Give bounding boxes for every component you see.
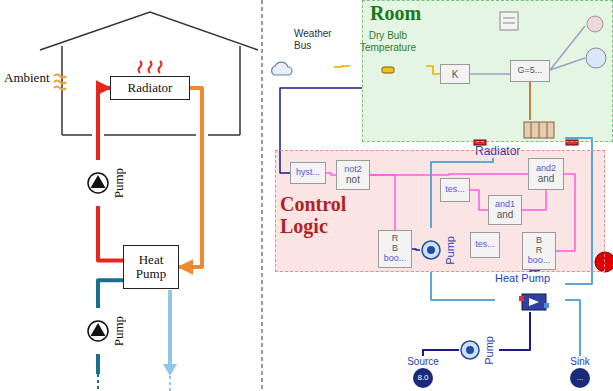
heat-pump-box: Heat Pump [123, 245, 179, 289]
node-label: boo... [528, 256, 551, 266]
pipe-connector [179, 88, 202, 267]
hysteresis-block: hyst... [290, 162, 326, 184]
house-outline [40, 12, 258, 135]
pipe-connector [423, 350, 459, 356]
sink-boundary: Sink... [560, 356, 600, 390]
node-label: Room [368, 2, 423, 25]
node-label: Pump [444, 236, 456, 265]
pipe-connector [565, 300, 580, 356]
pump-model: Pump [459, 328, 499, 372]
weather-bus: Weather Bus [268, 28, 334, 78]
not-block: not2not [336, 160, 370, 190]
divider [262, 0, 263, 391]
pipe-connector [98, 280, 123, 308]
node-icon [459, 339, 481, 361]
node-label: and1 [495, 200, 515, 210]
node-icon [420, 239, 442, 261]
node-icon [523, 120, 555, 140]
node-label: Dry Bulb Temperature [350, 30, 426, 53]
node-label: tes... [475, 240, 495, 250]
node-label: B [392, 244, 398, 254]
conductance-block: G=5... [510, 60, 550, 82]
dry-bulb-connector: Dry Bulb Temperature [350, 30, 426, 74]
node-label: Source [407, 356, 439, 367]
room-ground [362, 0, 613, 142]
radiator-model: Radiator [475, 118, 565, 158]
room-icons [470, 12, 606, 120]
node-label: Sink [570, 356, 589, 367]
pump-model: Pump [420, 228, 462, 272]
control-region: Control Logichyst...not2notand2andtes...… [275, 150, 605, 272]
pipe-connector [470, 190, 488, 210]
node-label: and [538, 173, 555, 184]
test-block: tes... [470, 232, 500, 258]
pipe-connector [412, 249, 420, 250]
node-label: Heat Pump [495, 272, 550, 284]
pipe-connector [98, 88, 110, 160]
radiator-box: Radiator [110, 76, 190, 100]
node-icon [87, 172, 109, 194]
source-boundary: Source8.0 [400, 356, 446, 390]
node-label: G=5... [518, 66, 543, 76]
and-block: and2and [528, 158, 564, 190]
control-ground [275, 150, 605, 272]
room-region: RoomK G=5... [362, 0, 613, 142]
node-label: Pump [111, 168, 127, 198]
pipe-connector [565, 138, 592, 284]
node-icon [381, 66, 395, 74]
node-label: and2 [536, 164, 556, 174]
ambient-waves [54, 75, 66, 90]
node-icon [87, 320, 109, 342]
pipe-connector [522, 190, 546, 210]
node-label: Radiator [475, 145, 520, 158]
heat-pump-model: Heat Pump [495, 272, 565, 312]
heat-waves [139, 61, 162, 73]
node-label: Radiator [128, 81, 173, 95]
boolean-to-real: BRboo... [522, 232, 556, 270]
pipe-connector [431, 272, 495, 300]
node-label: Pump [111, 316, 127, 346]
node-label: Weather Bus [294, 28, 334, 51]
node-label: tes... [445, 185, 465, 195]
pump-symbol: Pump [87, 308, 127, 354]
node-label: hyst... [296, 168, 320, 178]
node-label: not [346, 174, 360, 185]
pipe-connector [98, 206, 123, 260]
node-label: B [536, 236, 542, 246]
node-label: ... [570, 368, 590, 388]
node-icon [268, 58, 294, 78]
node-label: and [497, 209, 514, 220]
heat-source-port [595, 252, 613, 272]
pipe-connector [499, 312, 530, 350]
node-icon [519, 292, 549, 312]
gain-block: K [440, 64, 470, 84]
boolean-to-real: RBboo... [378, 230, 412, 268]
node-label: R [392, 234, 399, 244]
node-label: boo... [384, 254, 407, 264]
source-pipe [98, 354, 99, 391]
pump-symbol: Pump [87, 160, 127, 206]
test-block: tes... [440, 178, 470, 202]
node-label: Control Logic [278, 193, 372, 237]
node-label: R [536, 246, 543, 256]
ambient-label: Ambient [4, 70, 50, 86]
pipe-connector [326, 173, 336, 175]
node-label: K [452, 69, 459, 80]
node-label: Heat Pump [128, 253, 174, 282]
node-label: not2 [344, 165, 362, 175]
node-label: Pump [483, 336, 495, 365]
and-block: and1and [488, 195, 522, 225]
pipe-connector [426, 66, 440, 74]
node-label: 8.0 [413, 368, 433, 388]
pipe-connector [431, 158, 493, 228]
pipe-connector [334, 65, 350, 68]
return-pipe [163, 290, 177, 391]
pipe-connector [370, 175, 395, 230]
